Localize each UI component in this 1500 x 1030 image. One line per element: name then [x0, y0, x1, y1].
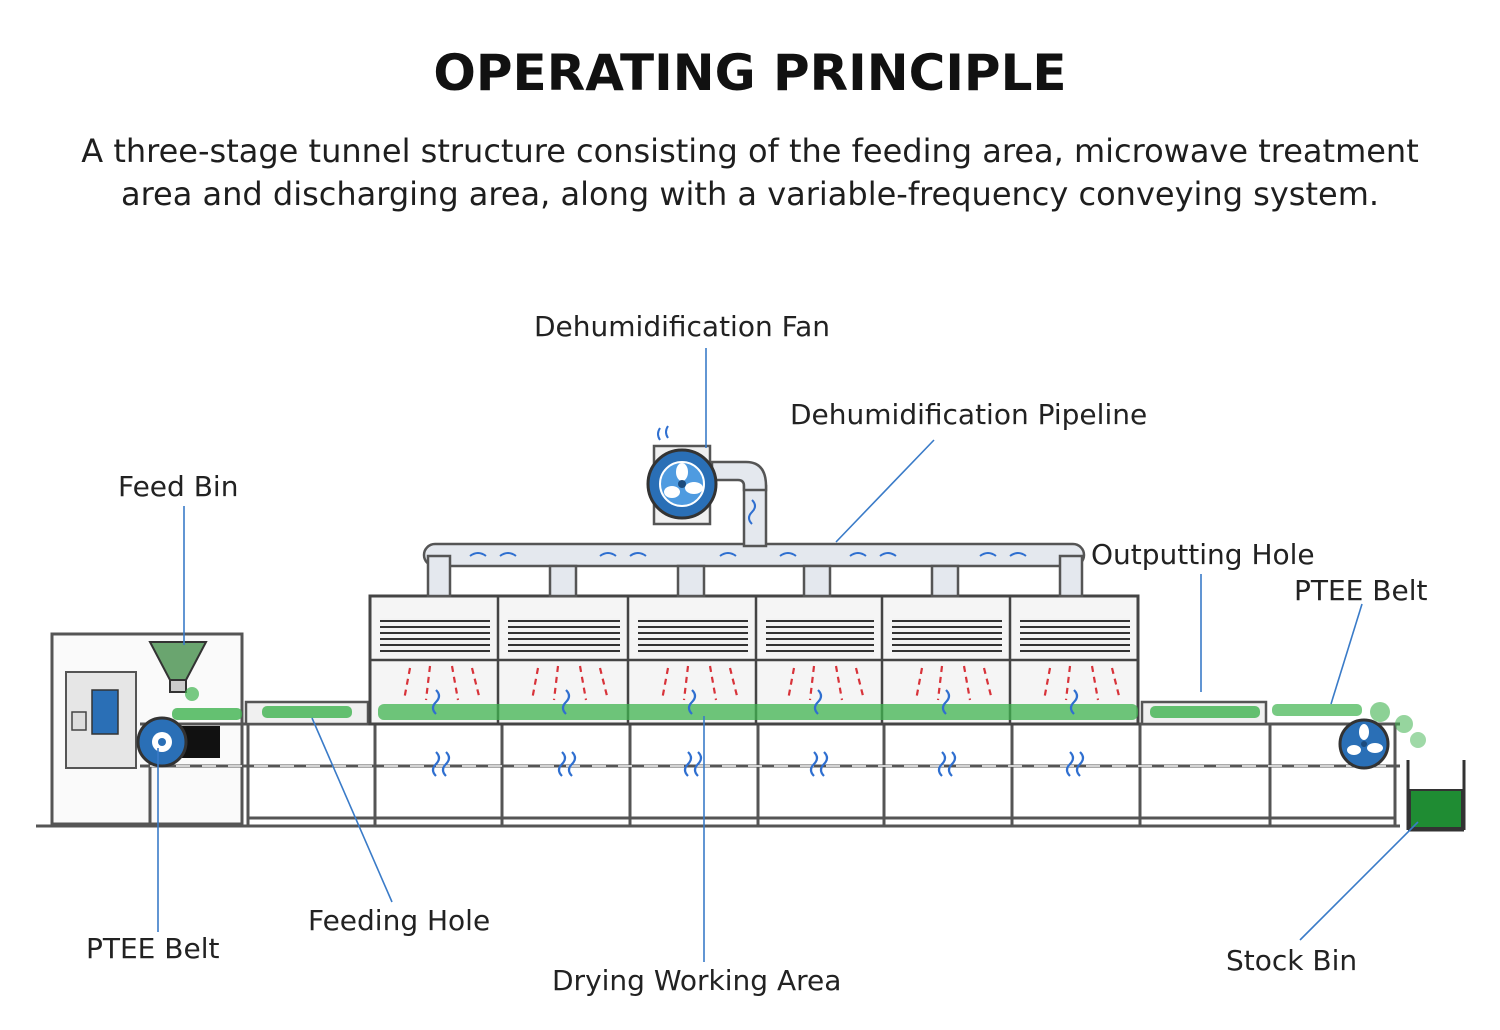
feeding-unit: [50, 632, 244, 826]
page-title: OPERATING PRINCIPLE: [433, 44, 1067, 102]
subtitle-line-2: area and discharging area, along with a …: [120, 175, 1380, 213]
material-on-belt: [172, 687, 1426, 748]
right-roller: [1338, 718, 1390, 770]
label-dehumidification-pipeline: Dehumidification Pipeline: [790, 398, 1148, 431]
label-ptee-belt-right: PTEE Belt: [1294, 574, 1428, 607]
label-drying-working-area: Drying Working Area: [552, 964, 842, 997]
label-feed-bin: Feed Bin: [118, 470, 239, 503]
fan-icon: [664, 463, 703, 498]
label-feeding-hole: Feeding Hole: [308, 904, 491, 937]
left-roller: [136, 716, 188, 768]
dehumidification-pipeline: [422, 460, 1086, 598]
label-dehumidification-fan: Dehumidification Fan: [534, 310, 831, 343]
microwave-tunnel: [368, 594, 1140, 726]
label-stock-bin: Stock Bin: [1226, 944, 1358, 977]
subtitle-line-1: A three-stage tunnel structure consistin…: [81, 132, 1419, 170]
page-subtitle: A three-stage tunnel structure consistin…: [40, 130, 1460, 216]
vapor-waves: [431, 689, 1085, 777]
leader-lines: [157, 348, 1419, 962]
dehumidification-fan: [646, 425, 718, 526]
control-panel-icon: [91, 689, 119, 735]
label-outputting-hole: Outputting Hole: [1091, 538, 1315, 571]
label-ptee-belt-left: PTEE Belt: [86, 932, 220, 965]
microwave-rays: [402, 665, 1122, 701]
stock-bin: [1406, 760, 1466, 832]
